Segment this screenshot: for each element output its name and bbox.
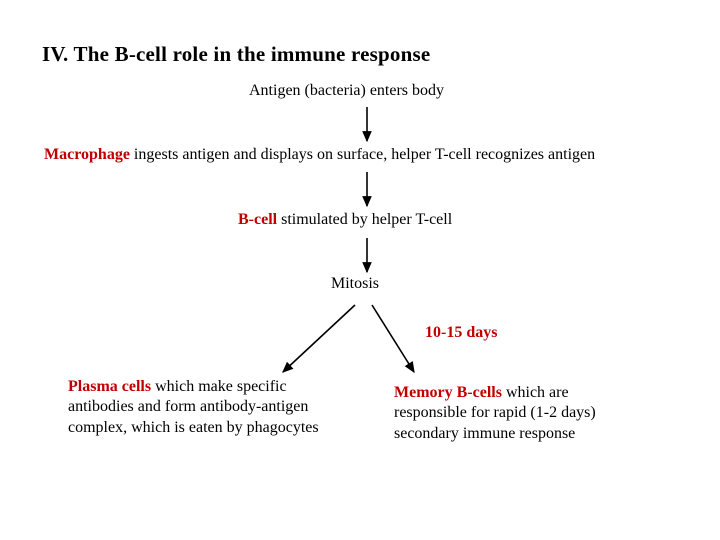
step-macrophage-highlight: Macrophage — [44, 146, 130, 163]
step-mitosis: Mitosis — [331, 275, 379, 293]
branch-memory-label: which are responsible for rapid (1-2 day… — [394, 384, 596, 442]
step-bcell-highlight: B-cell — [238, 211, 278, 228]
branch-memory-highlight: Memory B-cells — [394, 384, 502, 401]
step-antigen: Antigen (bacteria) enters body — [249, 82, 444, 100]
branch-plasma-highlight: Plasma cells — [68, 378, 152, 395]
branch-plasma-cells: Plasma cells which make specific antibod… — [68, 377, 326, 438]
step-bcell: B-cell stimulated by helper T-cell — [238, 211, 452, 229]
arrow-mitosis-to-plasma — [282, 304, 356, 373]
branch-plasma-label: which make specific antibodies and form … — [68, 378, 319, 436]
arrow-mitosis-to-memory — [371, 304, 415, 374]
step-timing-label: 10-15 days — [425, 324, 498, 341]
step-macrophage-label: ingests antigen and displays on surface,… — [129, 146, 596, 163]
branch-memory-cells: Memory B-cells which are responsible for… — [394, 383, 636, 444]
step-bcell-label: stimulated by helper T-cell — [277, 211, 453, 228]
step-timing: 10-15 days — [425, 324, 497, 342]
step-macrophage: Macrophage ingests antigen and displays … — [44, 146, 595, 164]
step-mitosis-label: Mitosis — [331, 275, 380, 292]
page-title: IV. The B-cell role in the immune respon… — [42, 42, 431, 66]
step-antigen-label: Antigen (bacteria) enters body — [249, 82, 445, 99]
